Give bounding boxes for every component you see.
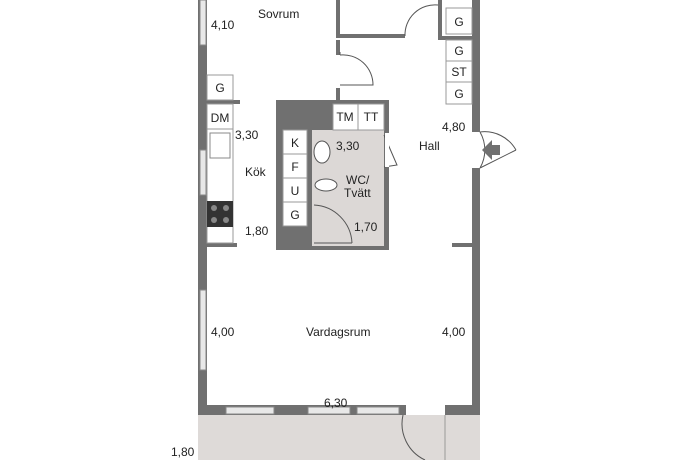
wall xyxy=(207,243,237,247)
stove-icon xyxy=(207,201,233,227)
wall xyxy=(336,0,340,38)
dimension: 1,70 xyxy=(354,220,378,234)
wall xyxy=(336,40,340,55)
dimension: 4,80 xyxy=(442,120,466,134)
bottom-wall-right xyxy=(445,405,480,415)
cabinet-label: K xyxy=(291,136,299,150)
window xyxy=(199,289,207,371)
dimension: 6,30 xyxy=(324,396,348,410)
sink-icon xyxy=(209,132,231,159)
cabinet-label: G xyxy=(290,208,299,222)
dryer-label: TT xyxy=(364,110,379,124)
left-outer-wall xyxy=(198,0,207,415)
dimension-balcony: 1,80 xyxy=(171,445,195,459)
dimension: 3,30 xyxy=(336,139,360,153)
laundry-machines: TM TT xyxy=(332,103,385,131)
washbasin-icon xyxy=(313,140,331,164)
closet-label: ST xyxy=(451,65,467,79)
balcony xyxy=(198,415,480,460)
window xyxy=(356,406,400,415)
closet-label: G xyxy=(454,44,463,58)
wall xyxy=(340,34,405,38)
entrance-arrow-icon xyxy=(482,140,500,160)
hall-closets: G G ST G xyxy=(445,7,473,105)
dimension: 4,00 xyxy=(442,325,466,339)
window xyxy=(307,406,351,415)
right-outer-wall-bottom xyxy=(472,168,480,415)
bedroom2-door[interactable] xyxy=(404,4,439,37)
dimension: 4,10 xyxy=(211,18,235,32)
room-label-bathroom: WC/ xyxy=(346,173,370,187)
fixture-label: DM xyxy=(211,111,230,125)
wall xyxy=(336,88,340,100)
room-label-living: Vardagsrum xyxy=(306,325,370,339)
wall xyxy=(207,100,240,104)
bottom-wall xyxy=(198,405,406,415)
balcony-door[interactable] xyxy=(401,414,426,460)
kitchen-cabinet xyxy=(206,74,234,101)
window xyxy=(199,149,207,196)
window xyxy=(225,406,275,415)
dimension: 4,00 xyxy=(211,325,235,339)
washer-label: TM xyxy=(336,110,353,124)
fixture-label: G xyxy=(215,81,224,95)
bathroom-door-opening xyxy=(385,133,389,167)
room-label-hall: Hall xyxy=(419,139,440,153)
closet-label: G xyxy=(454,87,463,101)
shower-icon xyxy=(313,204,353,244)
bedroom-door[interactable] xyxy=(339,52,374,86)
room-label-bedroom: Sovrum xyxy=(258,7,299,21)
cabinet-label: U xyxy=(291,184,300,198)
window xyxy=(199,0,207,46)
closet-label: G xyxy=(454,15,463,29)
toilet-icon xyxy=(314,178,338,192)
right-outer-wall-top xyxy=(472,0,480,132)
cabinet-column: K F U G xyxy=(282,129,308,227)
cabinet-label: F xyxy=(291,160,298,174)
room-label-bathroom: Tvätt xyxy=(344,186,371,200)
wall xyxy=(452,243,472,247)
dimension: 1,80 xyxy=(245,224,269,238)
dimension: 3,30 xyxy=(235,128,259,142)
wall xyxy=(438,0,442,36)
wall xyxy=(438,36,472,40)
room-label-kitchen: Kök xyxy=(245,165,267,179)
